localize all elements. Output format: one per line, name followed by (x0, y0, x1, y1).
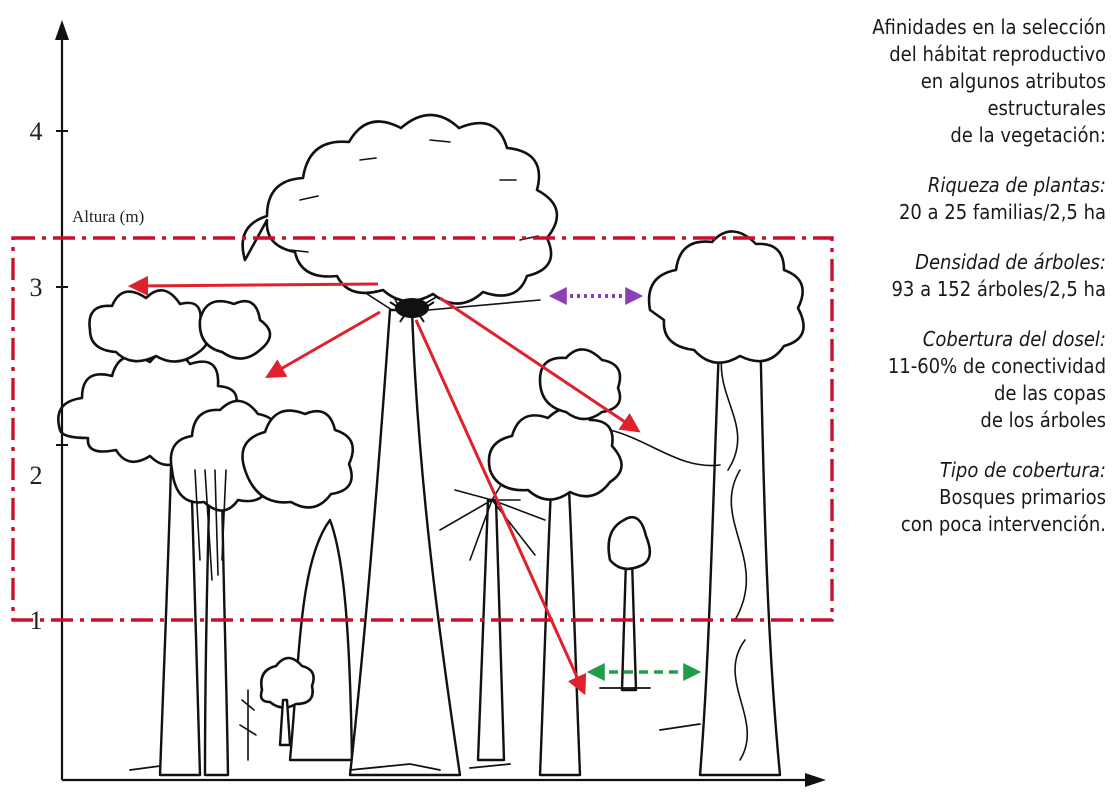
plant-richness-group: Riqueza de plantas: 20 a 25 familias/2,5… (820, 172, 1106, 226)
tree-density-group: Densidad de árboles: 93 a 152 árboles/2,… (820, 249, 1106, 303)
attribute-value: 93 a 152 árboles/2,5 ha (820, 276, 1106, 303)
attribute-label: Densidad de árboles: (820, 249, 1106, 276)
attribute-label: Tipo de cobertura: (820, 457, 1106, 484)
intro-line: Afinidades en la selección (820, 14, 1106, 41)
attribute-value: 20 a 25 familias/2,5 ha (820, 199, 1106, 226)
arrow-southwest (272, 312, 380, 374)
intro-line: estructurales (820, 95, 1106, 122)
axis-title: Altura (m) (72, 207, 144, 226)
panel-intro: Afinidades en la selección del hábitat r… (820, 14, 1106, 149)
canopy-cover-group: Cobertura del dosel: 11-60% de conectivi… (820, 326, 1106, 434)
arrow-west (136, 284, 378, 286)
attribute-value: Bosques primarios (820, 484, 1106, 511)
attribute-label: Riqueza de plantas: (820, 172, 1106, 199)
forest-illustration (58, 115, 803, 775)
tick-label-2: 2 (30, 461, 43, 490)
attribute-value: con poca intervención. (820, 511, 1106, 538)
intro-line: del hábitat reproductivo (820, 41, 1106, 68)
attribute-value: 11-60% de conectividad (820, 353, 1106, 380)
tick-label-3: 3 (30, 273, 43, 302)
attribute-value: de los árboles (820, 407, 1106, 434)
habitat-attributes-panel: Afinidades en la selección del hábitat r… (820, 14, 1106, 538)
intro-line: de la vegetación: (820, 122, 1106, 149)
cover-type-group: Tipo de cobertura: Bosques primarios con… (820, 457, 1106, 538)
tick-label-4: 4 (30, 117, 43, 146)
attribute-label: Cobertura del dosel: (820, 326, 1106, 353)
intro-line: en algunos atributos (820, 68, 1106, 95)
attribute-value: de las copas (820, 380, 1106, 407)
